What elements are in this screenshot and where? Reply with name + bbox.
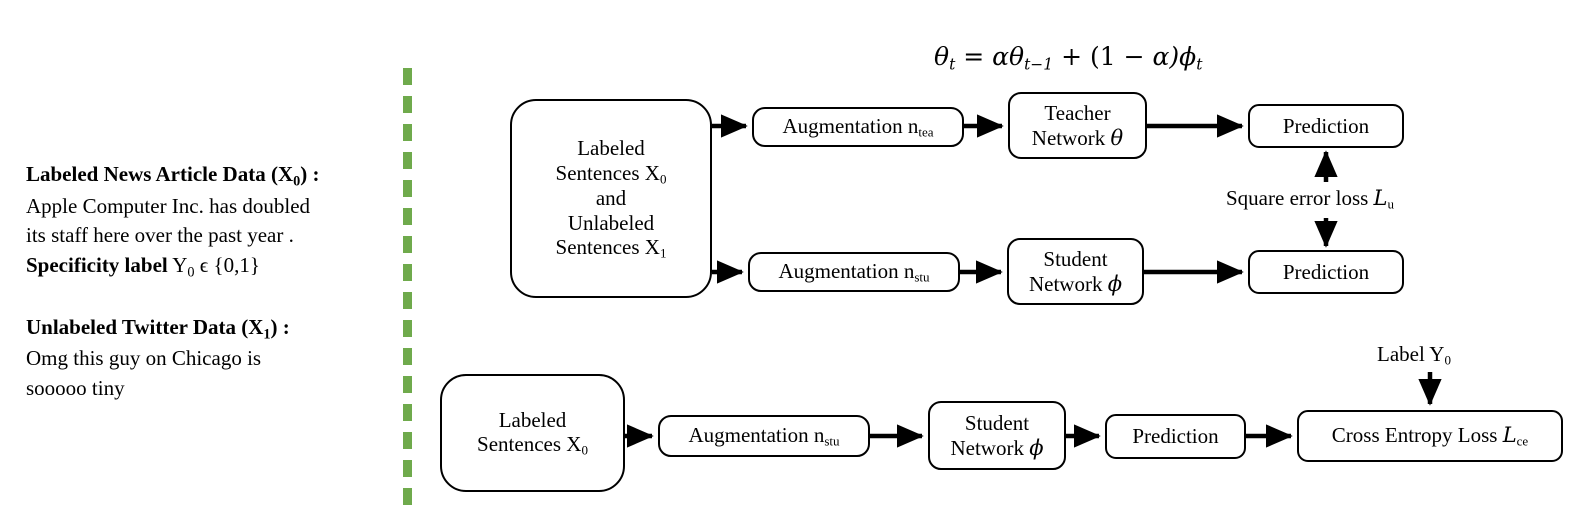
labeled-data-block: Labeled News Article Data (X0) : Apple C… (26, 160, 376, 283)
eq-alpha-theta-sub: t−1 (1024, 55, 1054, 74)
label-y0-sub: 0 (1444, 352, 1451, 368)
labeled-data-heading: Labeled News Article Data (X0) : (26, 160, 376, 192)
unlabeled-data-heading-sub: 1 (263, 326, 271, 342)
eq-theta-t: θ (934, 42, 950, 71)
box-augmentation-n-tea[interactable]: Augmentation ntea (752, 107, 964, 147)
source-line4: Unlabeled (567, 210, 655, 235)
source-line2-sub: 0 (659, 171, 667, 187)
square-error-loss-sub: u (1387, 196, 1395, 212)
label-y0-caption: Label Y0 (1377, 342, 1451, 368)
labeled-data-line1: Apple Computer Inc. has doubled (26, 193, 311, 218)
labeled-data-line2: its staff here over the past year . (26, 223, 294, 248)
eq-phi-sub: t (1196, 55, 1203, 74)
bottom-source-text: Labeled Sentences X0 (477, 408, 588, 458)
labeled-data-heading-sub: 0 (293, 173, 301, 190)
specificity-label-symbol: Y (172, 253, 188, 278)
cross-entropy-loss-symbol: L (1502, 423, 1517, 448)
box-augmentation-n-stu-top[interactable]: Augmentation nstu (748, 252, 960, 292)
box-student-network-top[interactable]: Student Network ϕ (1007, 238, 1144, 305)
unlabeled-data-line1: Omg this guy on Chicago is (26, 346, 262, 371)
student-top-line1: Student (1043, 247, 1108, 272)
cross-entropy-loss-main: Cross Entropy Loss (1331, 423, 1503, 448)
eq-alpha2: α (1152, 42, 1170, 71)
source-line5: Sentences X (555, 235, 660, 260)
box-prediction-student[interactable]: Prediction (1248, 250, 1404, 294)
square-error-loss-label: Square error loss Lu (1226, 186, 1394, 212)
teacher-line2: Network (1031, 125, 1111, 150)
augmentation-stu-top-main: Augmentation n (778, 259, 915, 284)
unlabeled-data-heading: Unlabeled Twitter Data (X1) : (26, 313, 376, 345)
prediction-teacher-text: Prediction (1282, 113, 1370, 138)
box-prediction-bottom[interactable]: Prediction (1105, 414, 1246, 459)
prediction-student-text: Prediction (1282, 259, 1370, 284)
source-box-text: Labeled Sentences X0 and Unlabeled Sente… (556, 136, 667, 260)
eq-plus-group: + (1 − (1053, 42, 1153, 71)
student-bottom-phi-symbol: ϕ (1029, 435, 1044, 460)
box-cross-entropy-loss[interactable]: Cross Entropy Loss Lce (1297, 410, 1563, 462)
augmentation-stu-bottom-sub: stu (824, 433, 840, 449)
box-labeled-and-unlabeled-sentences[interactable]: Labeled Sentences X0 and Unlabeled Sente… (510, 99, 712, 298)
augmentation-stu-bottom-main: Augmentation n (688, 423, 825, 448)
specificity-label-bold: Specificity label (26, 253, 168, 278)
box-labeled-sentences-bottom[interactable]: Labeled Sentences X0 (440, 374, 625, 492)
student-top-line2: Network (1028, 271, 1108, 296)
augmentation-tea-main: Augmentation n (782, 114, 919, 139)
augmentation-stu-bottom-text: Augmentation nstu (688, 423, 839, 448)
ema-update-equation: θt = αθt−1 + (1 − α)ϕt (934, 42, 1202, 73)
student-top-phi-symbol: ϕ (1107, 271, 1123, 296)
augmentation-tea-text: Augmentation ntea (782, 114, 933, 139)
eq-alpha-theta: αθ (992, 42, 1025, 71)
cross-entropy-loss-sub: ce (1516, 433, 1529, 449)
augmentation-stu-top-sub: stu (914, 269, 930, 285)
box-augmentation-n-stu-bottom[interactable]: Augmentation nstu (658, 415, 870, 457)
square-error-loss-symbol: L (1373, 186, 1388, 210)
augmentation-stu-top-text: Augmentation nstu (778, 259, 929, 284)
unlabeled-data-line2: sooooo tiny (26, 376, 125, 401)
green-dashed-divider (403, 68, 412, 506)
box-prediction-teacher[interactable]: Prediction (1248, 104, 1404, 148)
box-teacher-network[interactable]: Teacher Network θ (1008, 92, 1147, 159)
left-text-panel: Labeled News Article Data (X0) : Apple C… (26, 160, 376, 404)
eq-theta-t-sub: t (949, 55, 956, 74)
label-y0-main: Label Y (1377, 342, 1445, 366)
eq-equals: = (955, 42, 993, 71)
augmentation-tea-sub: tea (918, 124, 934, 140)
bottom-source-line1: Labeled (498, 408, 567, 433)
student-bottom-line2: Network (950, 435, 1030, 460)
box-student-network-bottom[interactable]: Student Network ϕ (928, 401, 1066, 470)
teacher-network-text: Teacher Network θ (1032, 101, 1123, 150)
teacher-line1: Teacher (1044, 101, 1111, 126)
source-line1: Labeled (577, 136, 645, 161)
specificity-label-line: Specificity label Y0 ϵ {0,1} (26, 251, 376, 283)
student-bottom-line1: Student (964, 411, 1030, 436)
source-line2: Sentences X (555, 160, 660, 185)
source-line5-sub: 1 (659, 245, 667, 261)
unlabeled-data-block: Unlabeled Twitter Data (X1) : Omg this g… (26, 313, 376, 404)
student-network-bottom-text: Student Network ϕ (950, 411, 1043, 460)
unlabeled-data-heading-tail: ) : (270, 314, 290, 339)
labeled-data-heading-tail: ) : (300, 162, 320, 186)
source-line3: and (595, 186, 627, 211)
bottom-source-line2: Sentences X (477, 432, 582, 457)
prediction-bottom-text: Prediction (1132, 424, 1219, 449)
teacher-theta-symbol: θ (1110, 125, 1124, 150)
specificity-label-set: ϵ {0,1} (199, 253, 260, 278)
unlabeled-data-heading-main: Unlabeled Twitter Data (X (26, 314, 264, 339)
square-error-loss-main: Square error loss (1226, 186, 1374, 210)
cross-entropy-loss-text: Cross Entropy Loss Lce (1332, 423, 1528, 448)
specificity-label-symbol-sub: 0 (187, 264, 195, 281)
bottom-source-line2-sub: 0 (581, 442, 588, 458)
student-network-top-text: Student Network ϕ (1029, 247, 1122, 296)
eq-close-phi: )ϕ (1169, 42, 1197, 71)
labeled-data-heading-main: Labeled News Article Data (X (26, 162, 294, 186)
